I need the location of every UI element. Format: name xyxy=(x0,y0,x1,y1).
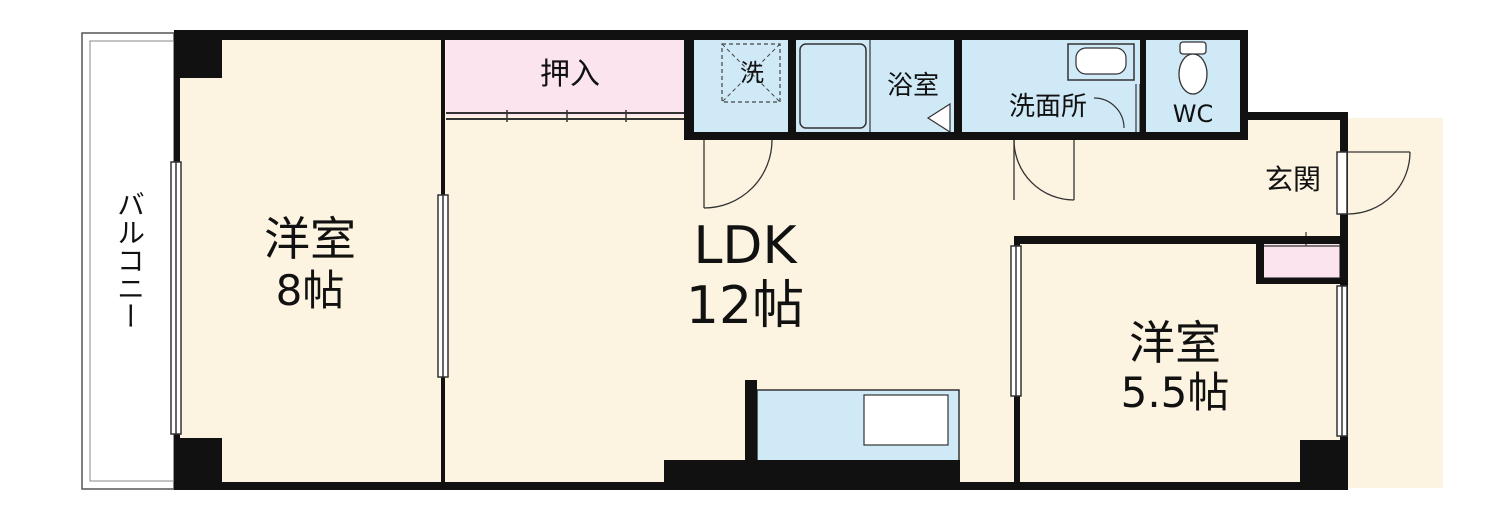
bathtub xyxy=(799,43,867,129)
closet-floor xyxy=(446,36,686,116)
washroom-label: 洗面所 xyxy=(1008,92,1087,122)
balcony-label: バルコニー xyxy=(113,190,146,330)
washer-pan xyxy=(721,43,781,103)
western-8-name: 洋室 xyxy=(264,212,356,266)
bath-label: 浴室 xyxy=(886,71,939,101)
windows xyxy=(170,151,1348,437)
kitchen-sink xyxy=(863,394,949,446)
toilet-bowl xyxy=(1178,53,1208,95)
ldk-size: 12帖 xyxy=(685,276,805,336)
ldk-name: LDK xyxy=(693,216,797,276)
doors xyxy=(703,139,1411,215)
western-55-size: 5.5帖 xyxy=(1120,368,1230,417)
entrance-label: 玄関 xyxy=(1264,163,1321,196)
western-55-name: 洋室 xyxy=(1129,316,1221,370)
washer-label: 洗 xyxy=(740,59,764,87)
corridor-floor xyxy=(685,135,1245,240)
balcony-area xyxy=(81,32,175,490)
western-8-size: 8帖 xyxy=(275,266,345,315)
toilet-tank xyxy=(1179,41,1207,55)
entrance-floor xyxy=(1243,118,1343,240)
toilet-label: WC xyxy=(1172,100,1214,128)
western-8-floor xyxy=(177,36,443,488)
closet-label: 押入 xyxy=(540,57,600,92)
